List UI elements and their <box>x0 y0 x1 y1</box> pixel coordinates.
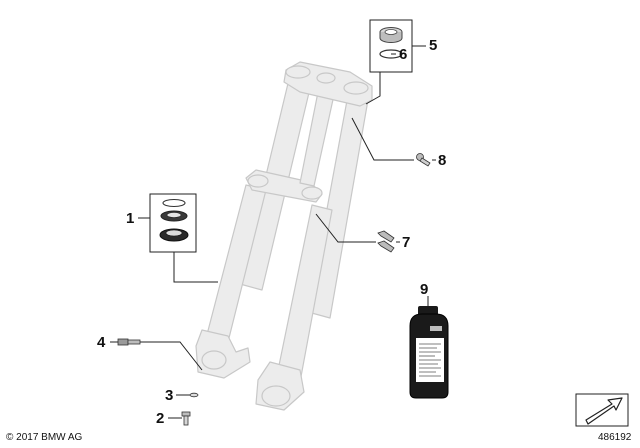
oil-seal-icon <box>159 228 189 242</box>
lower-clamp-hole-left <box>247 174 269 188</box>
callout-8: 8 <box>438 152 447 169</box>
part-1-box <box>149 193 197 253</box>
copyright-text: © 2017 BMW AG <box>6 432 83 443</box>
fork-oil-bottle-icon <box>409 306 449 399</box>
small-screw-icon <box>416 153 431 167</box>
leader-lines <box>110 45 436 419</box>
axle-clamp-left <box>201 350 227 370</box>
dust-seal-icon <box>160 210 188 222</box>
lower-clamp-hole-right <box>301 186 323 200</box>
seal-ring-icon <box>162 198 186 208</box>
leader-7 <box>315 213 376 243</box>
axle-clamp-right <box>261 385 291 407</box>
o-ring-icon <box>379 49 403 59</box>
washer-icon <box>189 392 199 398</box>
front-fork-assembly <box>195 61 373 411</box>
leader-4-to-fork <box>140 341 203 371</box>
leader-8 <box>351 117 414 161</box>
callout-6: 6 <box>399 46 408 63</box>
callout-2: 2 <box>156 410 165 427</box>
bolt-icon <box>181 411 191 426</box>
callout-1: 1 <box>126 210 135 227</box>
upper-clamp-cap-right <box>343 81 369 95</box>
bearing-ring-icon <box>379 27 403 43</box>
arrow-icon <box>575 393 629 427</box>
upper-clamp-cap-center <box>316 72 336 84</box>
callout-4: 4 <box>97 334 106 351</box>
callout-3: 3 <box>165 387 174 404</box>
screw-icon <box>117 338 141 346</box>
diagram-number: 486192 <box>598 432 632 443</box>
leader-1-to-fork <box>173 252 218 283</box>
callout-5: 5 <box>429 37 438 54</box>
screw-pair-icon <box>377 230 395 253</box>
callout-7: 7 <box>402 234 411 251</box>
callout-9: 9 <box>420 281 429 298</box>
leader-5-to-fork <box>365 72 381 105</box>
upper-clamp-cap-left <box>285 65 311 79</box>
